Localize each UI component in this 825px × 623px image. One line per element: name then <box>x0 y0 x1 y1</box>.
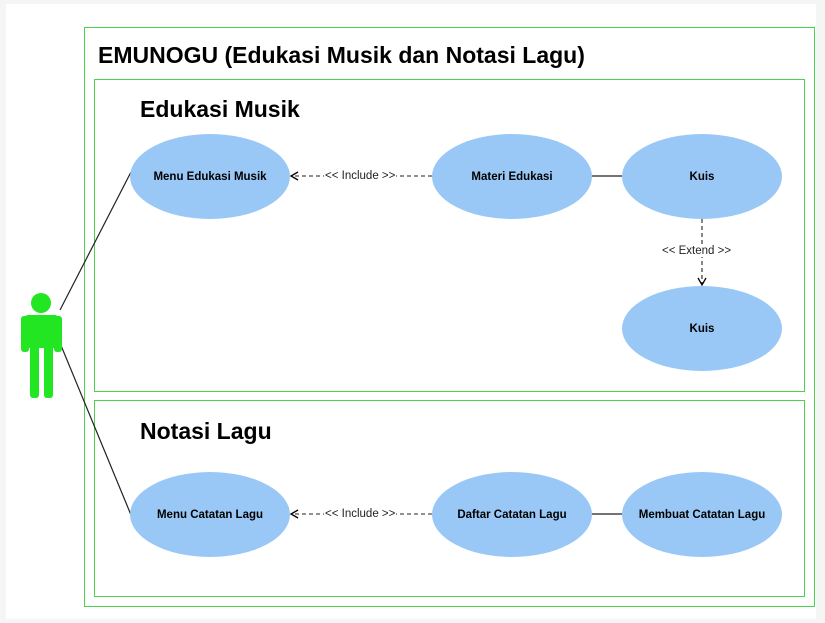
use-case-membuat-catatan-lagu[interactable]: Membuat Catatan Lagu <box>622 472 782 557</box>
actor-icon <box>21 293 62 398</box>
system-title: EMUNOGU (Edukasi Musik dan Notasi Lagu) <box>98 42 585 68</box>
association-line-edukasi <box>59 171 132 311</box>
package-title-notasi-lagu: Notasi Lagu <box>140 418 272 444</box>
extend-label: << Extend >> <box>661 245 733 257</box>
use-case-menu-edukasi-musik[interactable]: Menu Edukasi Musik <box>130 134 290 219</box>
include-label-catatan: << Include >> <box>324 508 397 520</box>
use-case-menu-catatan-lagu[interactable]: Menu Catatan Lagu <box>130 472 290 557</box>
use-case-kuis-extended[interactable]: Kuis <box>622 286 782 371</box>
use-case-materi-edukasi[interactable]: Materi Edukasi <box>432 134 592 219</box>
use-case-daftar-catatan-lagu[interactable]: Daftar Catatan Lagu <box>432 472 592 557</box>
include-label-edukasi: << Include >> <box>324 170 397 182</box>
system-boundary <box>84 27 815 607</box>
association-line-catatan <box>59 342 132 516</box>
package-notasi-lagu <box>94 400 805 597</box>
use-case-kuis[interactable]: Kuis <box>622 134 782 219</box>
package-edukasi-musik <box>94 79 805 392</box>
package-title-edukasi-musik: Edukasi Musik <box>140 96 300 122</box>
